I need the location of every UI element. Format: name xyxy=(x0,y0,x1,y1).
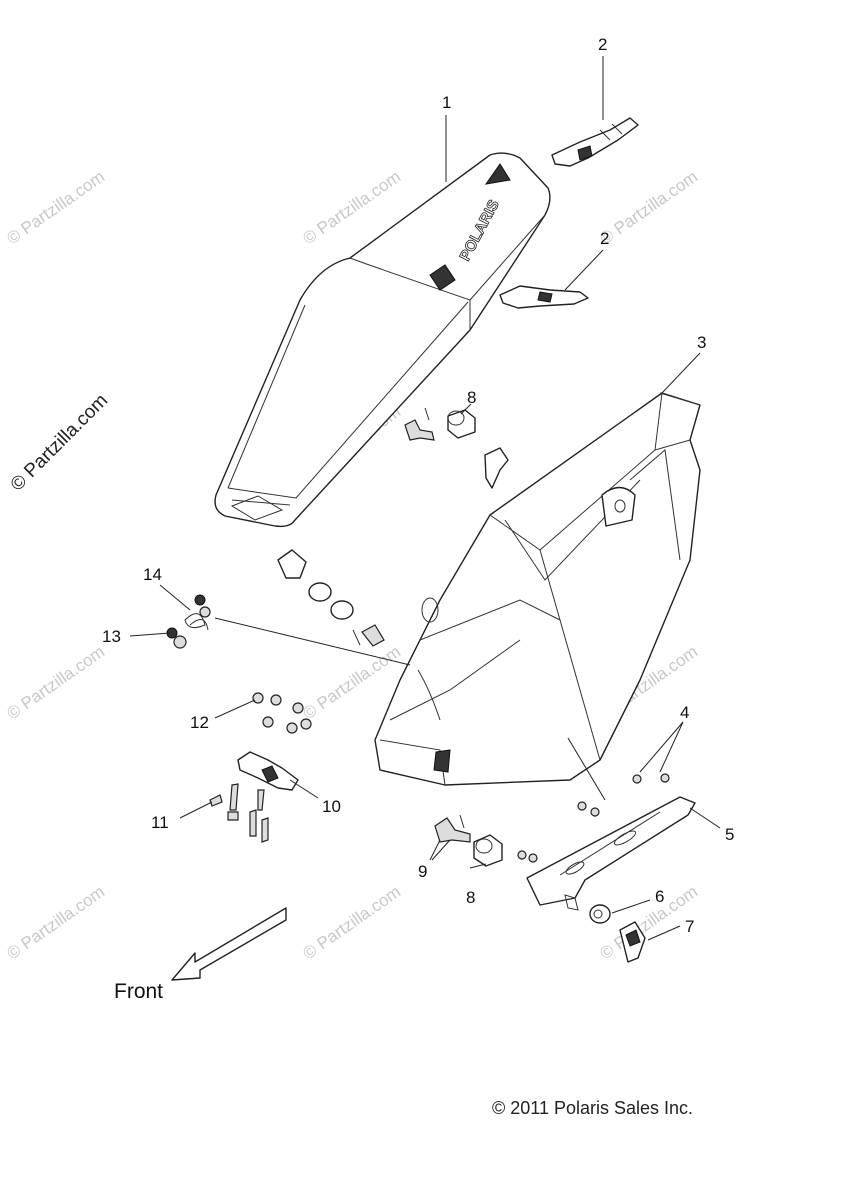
callout-7: 7 xyxy=(685,917,694,936)
callout-9: 9 xyxy=(418,862,427,881)
mounting-bracket-part xyxy=(526,796,696,911)
callout-13: 13 xyxy=(102,627,121,646)
side-watermark: © Partzilla.com xyxy=(7,390,112,495)
callout-4: 4 xyxy=(680,703,689,722)
watermark-6: © Partzilla.com xyxy=(3,642,108,723)
latch-upper-part xyxy=(551,117,639,167)
spacer-part-6 xyxy=(589,904,611,924)
callouts: 1 2 2 3 4 5 6 7 8 8 9 10 11 12 13 14 xyxy=(102,35,734,936)
pin-part-9 xyxy=(434,814,471,843)
latch-catch-part-7 xyxy=(619,921,646,963)
callout-6: 6 xyxy=(655,887,664,906)
leader-lines xyxy=(129,56,721,941)
spacer-part-8-lower xyxy=(473,834,503,867)
bolts-part-11 xyxy=(209,783,269,843)
callout-10: 10 xyxy=(322,797,341,816)
callout-5: 5 xyxy=(725,825,734,844)
bolt-part-13 xyxy=(166,627,187,649)
watermark-3: © Partzilla.com xyxy=(596,167,701,248)
front-label: Front xyxy=(114,980,164,1003)
front-arrow xyxy=(171,907,287,981)
box-body-part xyxy=(374,392,701,786)
spring-part-14 xyxy=(184,594,211,631)
nuts-part-12 xyxy=(252,692,312,734)
callout-11: 11 xyxy=(151,813,169,832)
copyright-notice: © 2011 Polaris Sales Inc. xyxy=(492,1098,694,1118)
callout-2-lower: 2 xyxy=(600,229,609,248)
lid-part: POLARIS xyxy=(214,152,551,528)
callout-3: 3 xyxy=(697,333,706,352)
hinge-clip-left xyxy=(277,549,307,579)
callout-2-upper: 2 xyxy=(598,35,607,54)
latch-lower-part xyxy=(499,285,589,309)
spacer-group-left xyxy=(308,582,385,647)
callout-1: 1 xyxy=(442,93,451,112)
hinge-plate-part-10 xyxy=(237,751,299,791)
callout-12: 12 xyxy=(190,713,209,732)
nuts-part-4 xyxy=(517,773,670,863)
callout-14: 14 xyxy=(143,565,162,584)
watermark-9: © Partzilla.com xyxy=(3,882,108,963)
clip-upper xyxy=(484,447,509,489)
callout-8-lower: 8 xyxy=(466,888,475,907)
watermark-1: © Partzilla.com xyxy=(3,167,108,248)
watermark-10: © Partzilla.com xyxy=(299,882,404,963)
callout-8-upper: 8 xyxy=(467,388,476,407)
hinge-pin-upper xyxy=(404,407,435,441)
